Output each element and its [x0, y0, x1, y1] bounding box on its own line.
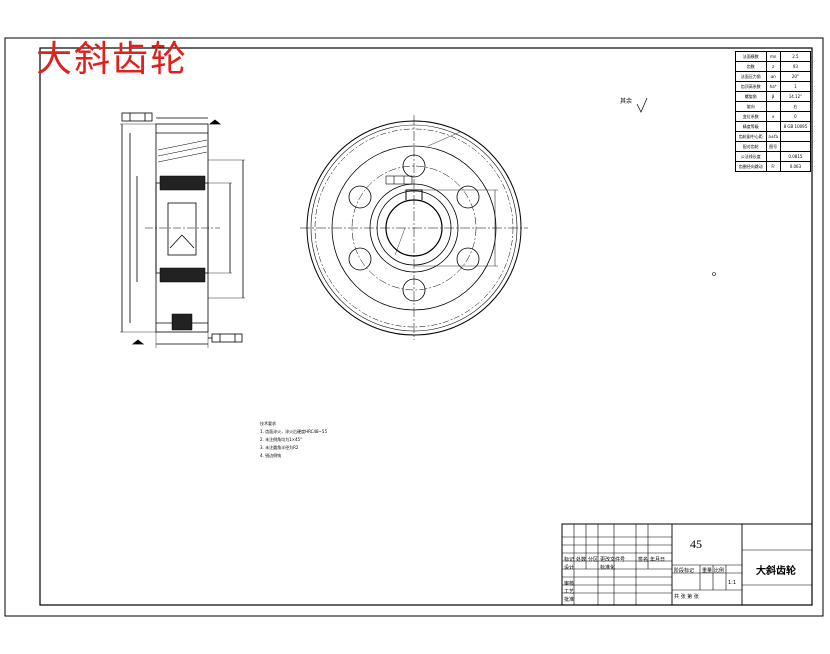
- param-cell: Fr: [765, 161, 781, 172]
- param-cell: αn: [765, 71, 781, 82]
- part-name-label: 大斜齿轮: [756, 566, 796, 577]
- title-block-label: 处数: [576, 557, 587, 563]
- requirement-line: 2. 未注倒角均为1×45°: [260, 437, 303, 442]
- title-block-label: 共 张 第 张: [674, 594, 699, 600]
- param-row: 旋向 右: [735, 101, 812, 112]
- param-cell: 齿轮副中心距: [735, 131, 767, 142]
- title-block-label: 审核: [564, 581, 575, 587]
- param-cell: a±fa: [765, 131, 781, 142]
- inner-border: [39, 47, 813, 606]
- title-block-label: 签名: [638, 557, 649, 563]
- title-block-label: 比例: [714, 568, 725, 574]
- title-block-label: 年月日: [650, 557, 666, 563]
- title-block-label: 设计: [564, 565, 575, 571]
- param-cell: 变位系数: [735, 111, 767, 122]
- title-block-label: 批准: [564, 597, 575, 603]
- requirement-line: 技术要求: [260, 421, 276, 426]
- roughness-symbol: [636, 97, 648, 113]
- param-cell: 93: [779, 61, 812, 72]
- technical-requirements: 技术要求 1. 齿面淬火，淬火后硬度HRC48~55 2. 未注倒角均为1×45° 3…: [260, 420, 327, 460]
- param-cell: 法面模数: [735, 51, 767, 62]
- param-cell: 公法线长度: [735, 151, 767, 162]
- param-cell: 14.12°: [779, 91, 812, 102]
- drawing-title: 大斜齿轮: [36, 39, 189, 80]
- param-cell: ha*: [765, 81, 781, 92]
- requirement-line: 4. 锐边倒钝: [260, 453, 282, 458]
- requirement-line: 1. 齿面淬火，淬火后硬度HRC48~55: [260, 429, 327, 434]
- param-cell: 8 GB 10095: [779, 121, 812, 132]
- param-cell: [779, 131, 812, 142]
- param-cell: [765, 151, 781, 162]
- param-cell: mn: [765, 51, 781, 62]
- title-block-label: 标准化: [600, 565, 616, 571]
- param-cell: 2.5: [779, 51, 812, 62]
- param-cell: 20°: [779, 71, 812, 82]
- param-cell: 0.063: [779, 161, 812, 172]
- title-block-label: 分区: [588, 557, 599, 563]
- param-cell: [765, 101, 781, 112]
- title-block-label: 阶段标记: [674, 568, 695, 574]
- title-block-label: 更改文件号: [600, 557, 626, 563]
- title-block-label: 重量: [702, 568, 713, 574]
- param-row: 精度等级 8 GB 10095: [735, 121, 812, 132]
- param-cell: 1: [779, 81, 812, 92]
- param-cell: [765, 121, 781, 132]
- param-row: 公法线长度 0.0815: [735, 151, 812, 162]
- scale-value: 1:1: [728, 580, 737, 586]
- param-cell: 齿数: [735, 61, 767, 72]
- front-view: [300, 115, 528, 340]
- outer-border: [4, 37, 824, 617]
- param-cell: 旋向: [735, 101, 767, 112]
- material-label: 45: [690, 537, 702, 551]
- param-cell: β: [765, 91, 781, 102]
- stray-mark: [712, 272, 716, 276]
- title-block: [561, 523, 813, 606]
- param-cell: [779, 141, 812, 152]
- param-cell: 右: [779, 101, 812, 112]
- param-cell: 齿圈径向跳动: [735, 161, 767, 172]
- param-cell: z: [765, 61, 781, 72]
- param-cell: 图号: [765, 141, 781, 152]
- param-cell: 0: [779, 111, 812, 122]
- param-cell: x: [765, 111, 781, 122]
- param-cell: 螺旋角: [735, 91, 767, 102]
- title-block-label: 标记: [564, 557, 575, 563]
- param-cell: 法面压力角: [735, 71, 767, 82]
- roughness-note: 其余: [620, 98, 633, 105]
- requirement-line: 3. 未注圆角半径为R2: [260, 445, 299, 450]
- param-cell: 精度等级: [735, 121, 767, 132]
- param-cell: 齿顶高系数: [735, 81, 767, 92]
- param-cell: 配对齿轮: [735, 141, 767, 152]
- section-view: [120, 112, 245, 348]
- param-cell: 0.0815: [779, 151, 812, 162]
- title-block-label: 工艺: [564, 589, 575, 595]
- param-row: 配对齿轮图号: [735, 141, 812, 152]
